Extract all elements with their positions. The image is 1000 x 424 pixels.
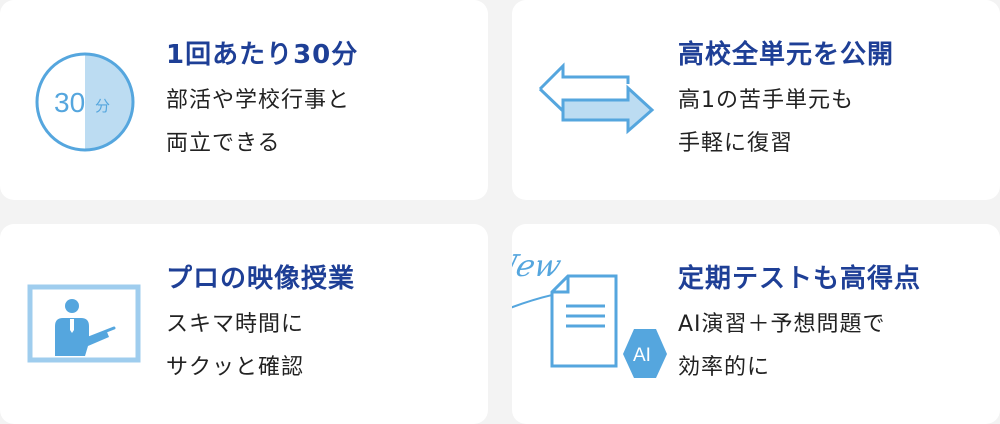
feature-desc-line: 手軽に復習	[678, 131, 794, 156]
svg-text:AI: AI	[633, 345, 651, 366]
feature-desc-line: スキマ時間に	[166, 312, 305, 337]
swap-arrows-icon	[538, 62, 655, 135]
feature-title: 高校全単元を公開	[678, 40, 895, 70]
feature-title: 定期テストも高得点	[678, 264, 922, 294]
new-badge: New	[512, 249, 565, 283]
feature-desc-line: 効率的に	[678, 355, 771, 380]
feature-card-all-units: 高校全単元を公開 高1の苦手単元も 手軽に復習	[512, 0, 1000, 200]
feature-desc-line: 両立できる	[166, 131, 281, 156]
feature-title: プロの映像授業	[166, 264, 356, 294]
feature-title: 1回あたり30分	[166, 40, 359, 70]
feature-desc-line: AI演習＋予想問題で	[678, 312, 886, 337]
feature-card-30min: 30 分 1回あたり30分 部活や学校行事と 両立できる	[0, 0, 488, 200]
svg-text:分: 分	[95, 97, 110, 115]
feature-desc-line: 高1の苦手単元も	[678, 88, 854, 113]
feature-desc-line: 部活や学校行事と	[166, 88, 351, 113]
feature-card-video: プロの映像授業 スキマ時間に サクッと確認	[0, 224, 488, 424]
feature-card-ai-test: New AI 定期テストも高得点 AI演習＋予想問題で 効率的に	[512, 224, 1000, 424]
feature-desc-line: サクッと確認	[166, 355, 305, 380]
video-lecture-icon	[27, 284, 141, 363]
ai-document-icon: New AI	[512, 249, 667, 378]
svg-text:30: 30	[54, 87, 85, 118]
clock-30-icon: 30 分	[35, 52, 135, 152]
